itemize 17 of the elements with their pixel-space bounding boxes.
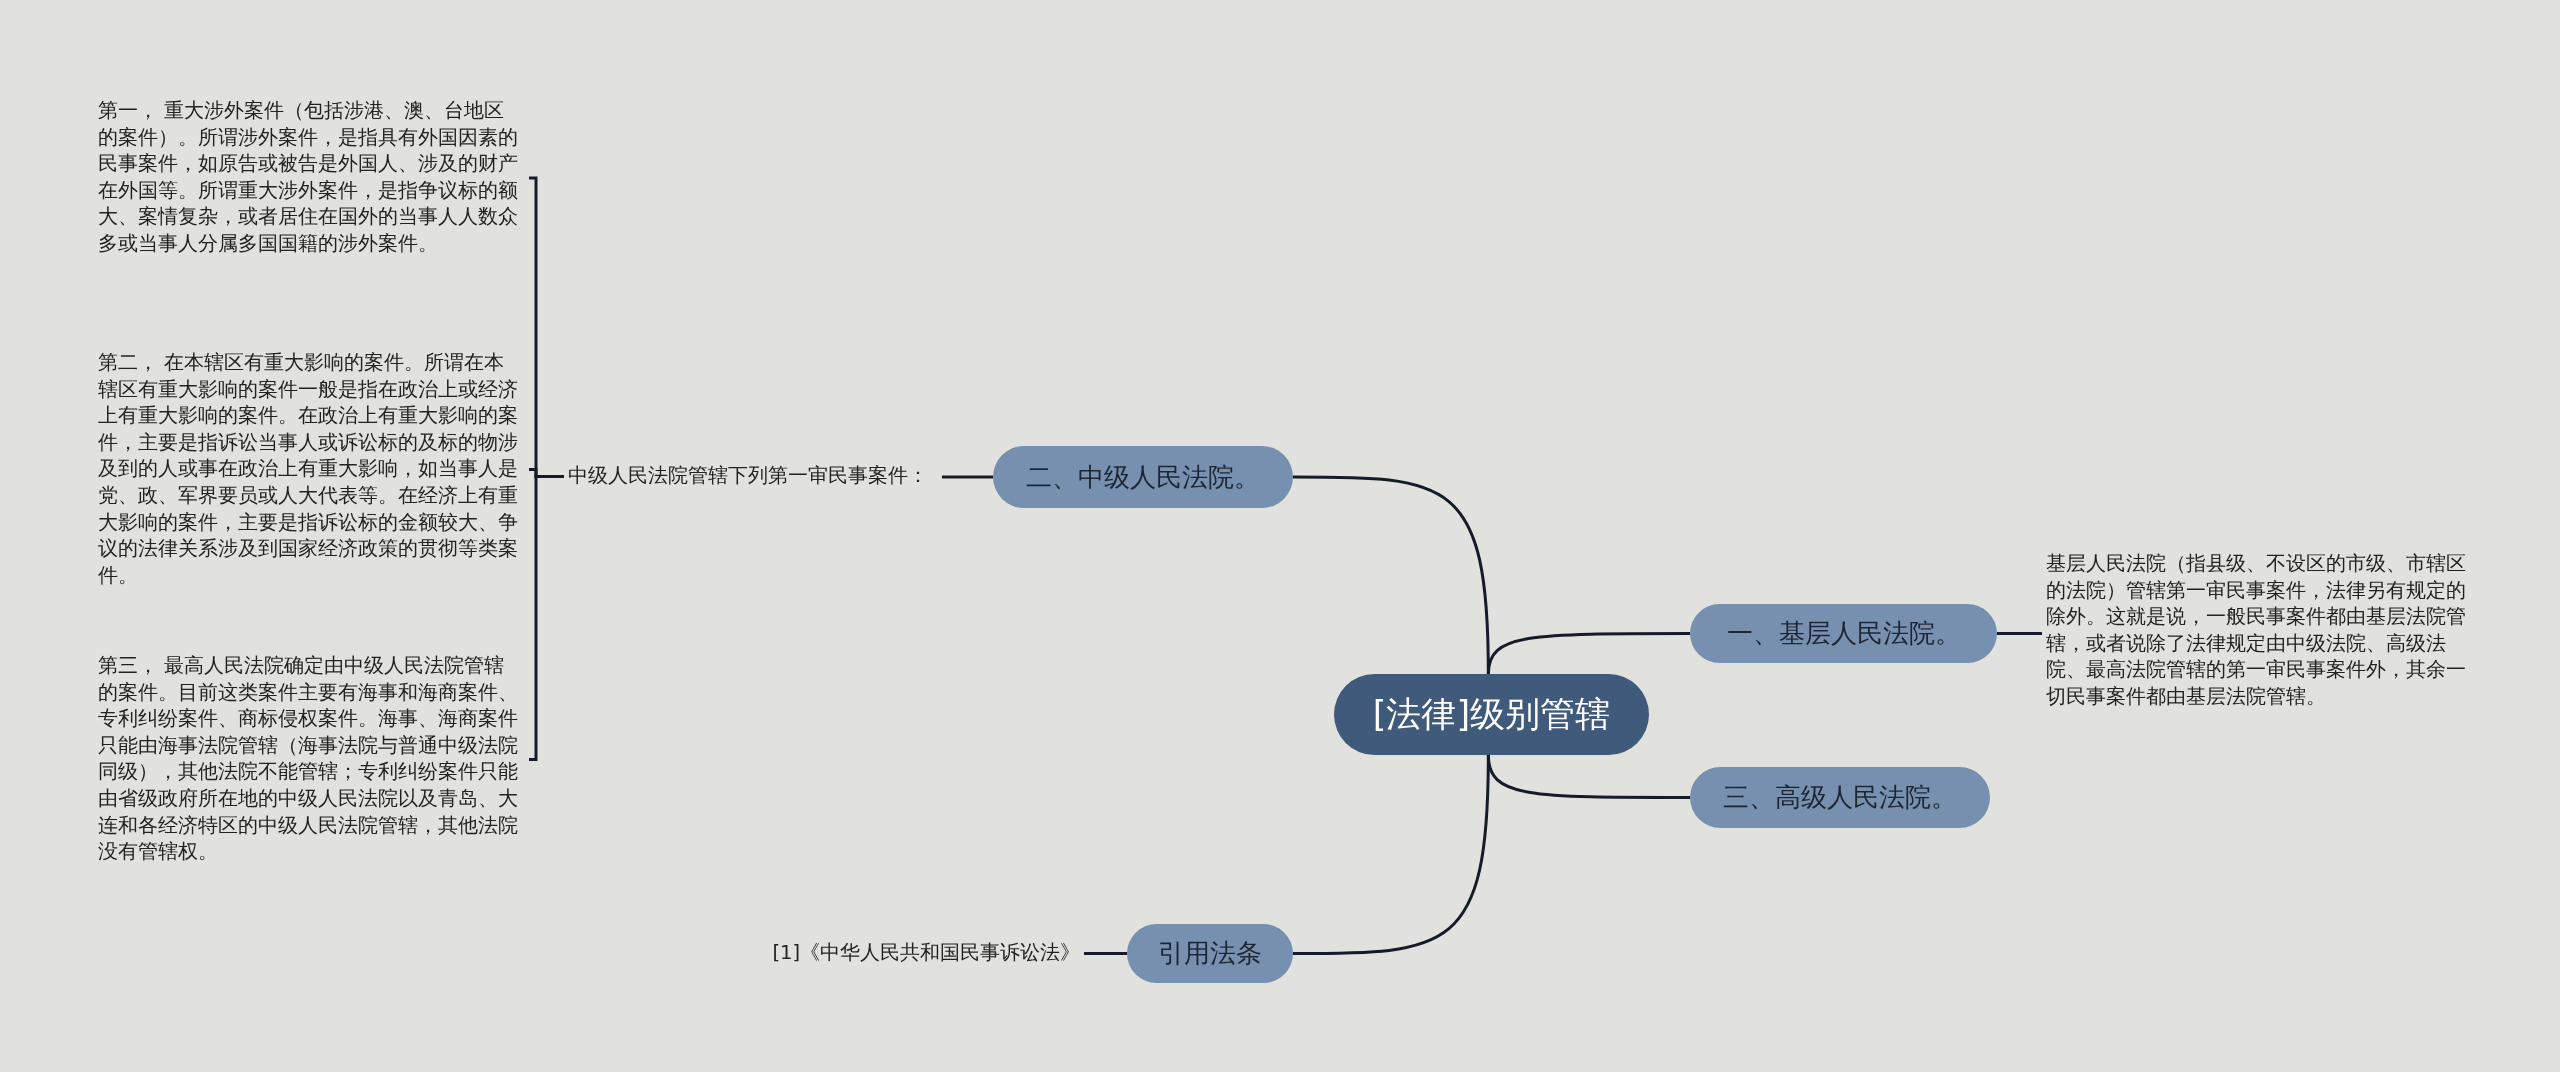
paragraph-text: 基层人民法院（指县级、不设区的市级、市辖区的法院）管辖第一审民事案件，法律另有规定的除外。这就是说，一般民事案件都由基层法院管辖，或者说除了法律规定由中级法院、高级法院、最高法院管辖的第一审民事案件外，其余一切民事案件都由基层法院管辖。 [2046,551,2476,711]
central-topic: [法律]级别管辖 [1334,674,1649,755]
connector-line [1293,754,1490,955]
topic-pill: 三、高级人民法院。 [1690,767,1990,828]
connector-line [1486,632,1690,675]
connector-line [942,475,993,479]
topic-pill: 二、中级人民法院。 [993,446,1293,508]
connector-line [1997,632,2042,635]
connector-line [1084,952,1127,955]
paragraph-text: 第三， 最高人民法院确定由中级人民法院管辖的案件。目前这类案件主要有海事和海商案件、专利纠纷案件、商标侵权案件。海事、海商案件只能由海事法院管辖（海事法院与普通中级法院同级），其他法院不能管辖；专利纠纷案件只能由省级政府所在地的中级人民法院以及青岛、大连和各经济特区的中级人民法院管辖，其他法院没有管辖权。 [98,653,523,866]
note-text: 中级人民法院管辖下列第一审民事案件： [568,463,938,490]
topic-pill: 一、基层人民法院。 [1690,604,1997,663]
topic-pill: 引用法条 [1127,924,1293,983]
paragraph-text: 第二， 在本辖区有重大影响的案件。所谓在本辖区有重大影响的案件一般是指在政治上或经济上有重大影响的案件。在政治上有重大影响的案件，主要是指诉讼当事人或诉讼标的及标的物涉及到的人或事在政治上有重大影响，如当事人是党、政、军界要员或人大代表等。在经济上有重大影响的案件，主要是指诉讼标的金额较大、争议的法律关系涉及到国家经济政策的贯彻等类案件。 [98,350,523,590]
paragraph-text: 第一， 重大涉外案件（包括涉港、澳、台地区的案件）。所谓涉外案件，是指具有外国因素的民事案件，如原告或被告是外国人、涉及的财产在外国等。所谓重大涉外案件，是指争议标的额大、案情复杂，或者居住在国外的当事人人数众多或当事人分属多国国籍的涉外案件。 [98,98,523,258]
connector-line [529,475,564,761]
note-text: [1]《中华人民共和国民事诉讼法》 [760,940,1080,967]
